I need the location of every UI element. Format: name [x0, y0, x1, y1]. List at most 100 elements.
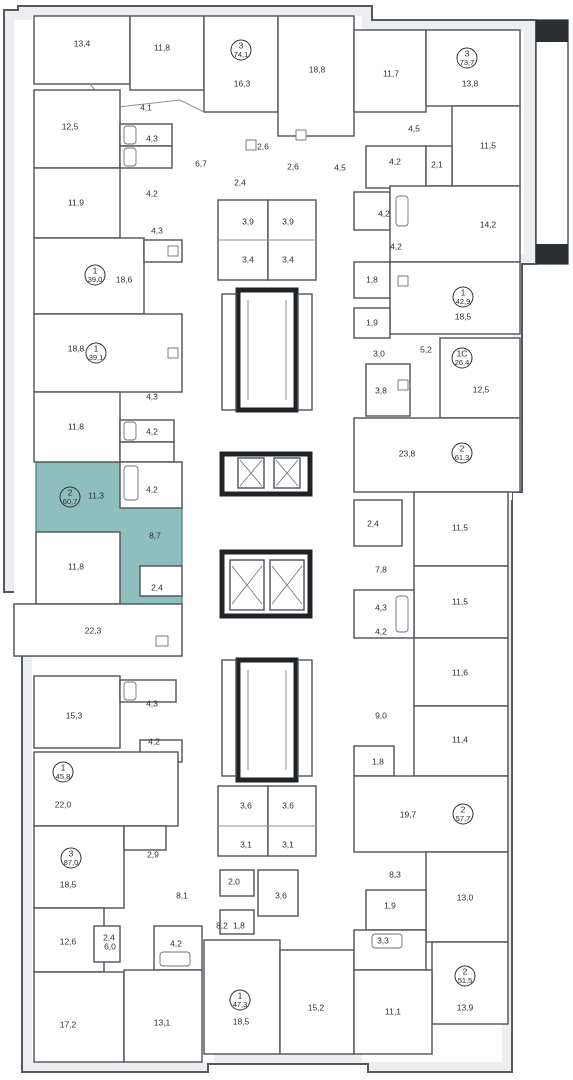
apartment-rooms-label: 2: [460, 443, 465, 453]
room-area-label: 6,0: [104, 941, 116, 951]
apartment-badge-circle: [452, 286, 474, 308]
room-area-label: 1,8: [372, 756, 384, 766]
room-area-label: 11,7: [383, 68, 399, 78]
room-area-label: 3,8: [375, 385, 387, 395]
room-area-label: 11,6: [452, 667, 468, 677]
room-area-label: 13,0: [457, 892, 474, 902]
apartment-badge-circle: [60, 847, 82, 869]
room-area-label: 5,2: [420, 344, 432, 354]
apartment-badge-a11[interactable]: 387,0: [60, 847, 82, 869]
apartment-rooms-label: 3: [239, 40, 244, 50]
apartment-total-area-label: 45,8: [56, 772, 71, 781]
apartment-rooms-label: 2: [463, 966, 468, 976]
room-area-label: 13,1: [154, 1017, 171, 1027]
room-area-label: 4,2: [146, 426, 158, 436]
apartment-badge-a13[interactable]: 147,3: [229, 989, 251, 1011]
apartment-badge-a8[interactable]: 260,7: [59, 486, 81, 508]
apartment-badge-a1[interactable]: 374,1: [230, 39, 252, 61]
room-area-label: 4,3: [151, 225, 163, 235]
room-area-label: 4,2: [146, 484, 158, 494]
apartment-badge-a4[interactable]: 142,9: [452, 286, 474, 308]
apartment-badge-circle: [456, 47, 478, 69]
apartment-total-area-label: 51,5: [458, 976, 473, 985]
room-area-label: 2,6: [257, 141, 269, 151]
apartment-total-area-label: 73,7: [460, 58, 475, 67]
room-area-label: 11,5: [452, 522, 468, 532]
apartment-badge-circle: [452, 803, 474, 825]
apartment-badge-circle: [451, 347, 473, 369]
room-area-label: 4,2: [389, 156, 401, 166]
room-area-label: 4,1: [140, 102, 152, 112]
room-area-label: 11,4: [452, 734, 468, 744]
central-core: [203, 199, 355, 1055]
room-area-label: 8,7: [149, 530, 161, 540]
apartment-badge-a7[interactable]: 261,3: [451, 442, 473, 464]
apartment-badge-a3[interactable]: 139,0: [84, 264, 106, 286]
room-area-label: 4,2: [148, 736, 160, 746]
apartment-total-area-label: 57,7: [456, 814, 471, 823]
room-area-label: 4,3: [146, 698, 158, 708]
room-area-label: 3,1: [282, 839, 294, 849]
loggia: [535, 19, 569, 265]
room-area-label: 4,2: [170, 938, 182, 948]
right-wing-walls: [353, 29, 521, 1055]
room-area-label: 11,5: [452, 596, 468, 606]
room-area-label: 4,3: [146, 133, 158, 143]
room-area-label: 15,2: [308, 1002, 325, 1012]
apartment-badge-circle: [451, 442, 473, 464]
room-area-label: 18,6: [116, 274, 133, 284]
apartment-badge-a12[interactable]: 251,5: [454, 965, 476, 987]
room-area-label: 13,8: [462, 78, 479, 88]
apartment-rooms-label: 3: [465, 48, 470, 58]
fixtures: [123, 125, 409, 967]
room-area-label: 18,8: [68, 343, 85, 353]
apartment-badge-a2[interactable]: 373,7: [456, 47, 478, 69]
apartment-badge-circle: [52, 761, 74, 783]
room-area-label: 4,5: [334, 162, 346, 172]
room-area-label: 9,0: [375, 710, 387, 720]
room-area-label: 16,3: [234, 78, 251, 88]
room-area-label: 15,3: [66, 710, 83, 720]
room-area-label: 6,7: [195, 158, 207, 168]
left-wing-walls: [13, 15, 355, 1063]
apartment-badge-a9[interactable]: 145,8: [52, 761, 74, 783]
apartment-badge-a10[interactable]: 257,7: [452, 803, 474, 825]
apartment-total-area-label: 39,1: [89, 353, 104, 362]
room-area-label: 14,2: [480, 219, 497, 229]
room-area-label: 3,4: [242, 254, 254, 264]
room-area-label: 11,8: [68, 561, 84, 571]
apartment-rooms-label: 1: [238, 990, 243, 1000]
room-area-label: 11,9: [68, 197, 84, 207]
room-area-label: 1,8: [233, 920, 245, 930]
room-area-label: 3,1: [240, 839, 252, 849]
apartment-total-area-label: 47,3: [233, 1000, 248, 1009]
room-area-label: 11,8: [154, 42, 170, 52]
room-area-label: 4,3: [375, 602, 387, 612]
apartment-badge-circle: [229, 989, 251, 1011]
apartment-rooms-label: 2: [68, 487, 73, 497]
room-area-label: 12,5: [473, 384, 490, 394]
room-area-label: 23,8: [399, 448, 416, 458]
room-area-label: 11,3: [88, 490, 104, 500]
apartment-badge-circle: [454, 965, 476, 987]
room-area-label: 4,5: [408, 123, 420, 133]
apartment-rooms-label: 1: [94, 343, 99, 353]
room-area-label: 11,1: [385, 1006, 401, 1016]
room-area-label: 12,6: [60, 936, 77, 946]
room-area-label: 2,9: [147, 849, 159, 859]
room-area-label: 11,8: [68, 421, 84, 431]
room-area-label: 4,3: [146, 391, 158, 401]
apartment-rooms-label: 3: [69, 848, 74, 858]
room-area-label: 13,4: [74, 38, 91, 48]
apartment-rooms-label: 1: [61, 762, 66, 772]
room-area-label: 17,2: [60, 1019, 77, 1029]
room-area-label: 3,9: [282, 216, 294, 226]
room-area-label: 3,6: [240, 800, 252, 810]
apartment-badge-circle: [84, 264, 106, 286]
room-area-label: 3,6: [275, 890, 287, 900]
apartment-badge-circle: [85, 342, 107, 364]
apartment-badge-a5[interactable]: 139,1: [85, 342, 107, 364]
room-area-label: 18,5: [455, 311, 472, 321]
